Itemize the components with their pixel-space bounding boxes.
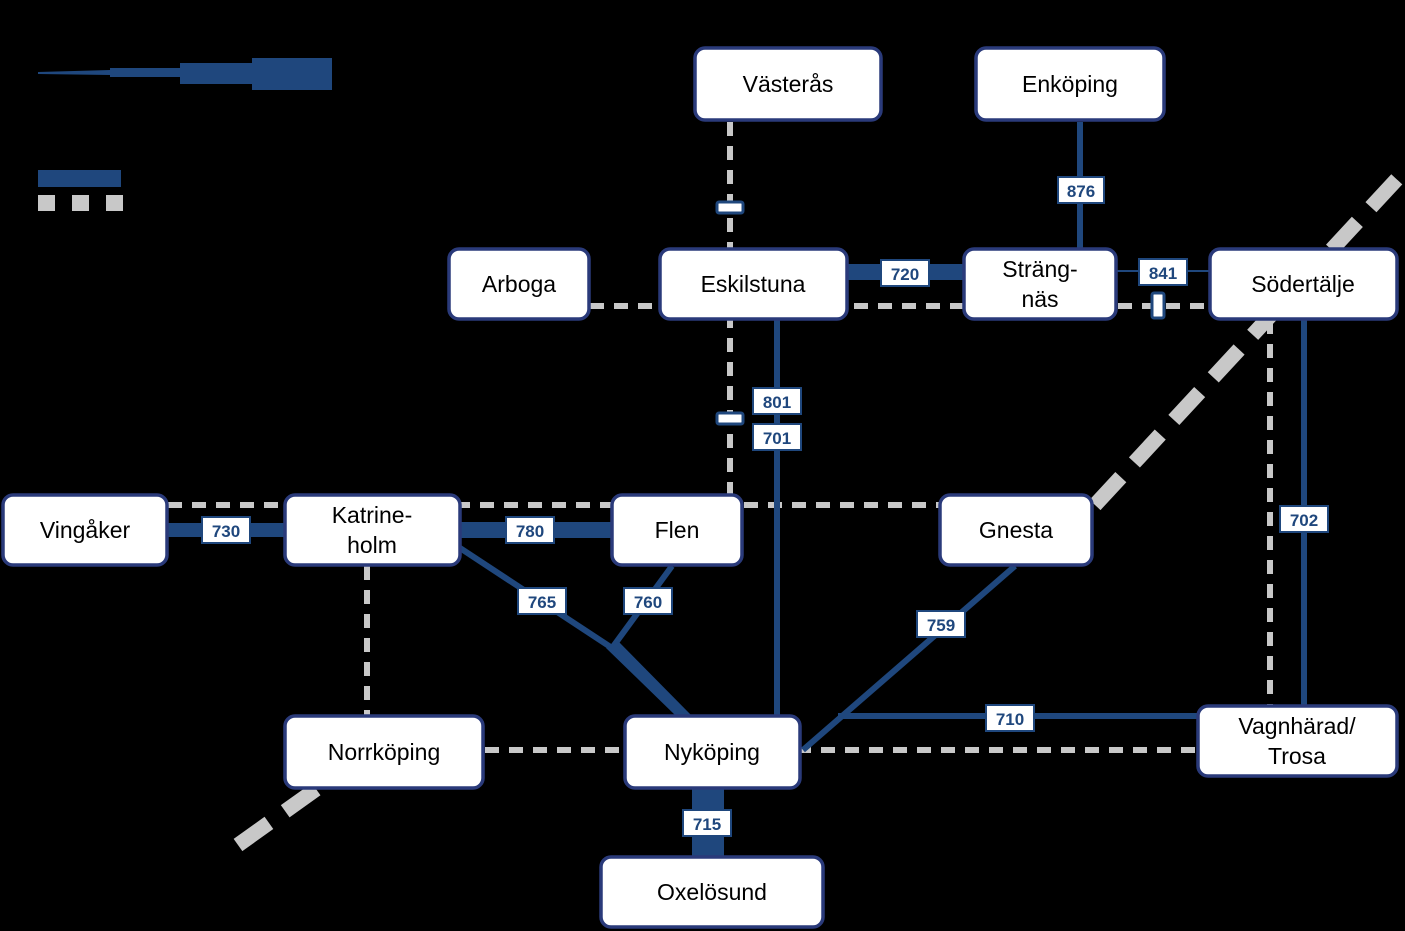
route-badge-715: 715: [682, 809, 732, 837]
route-badge-760: 760: [623, 587, 673, 615]
route-badge-701: 701: [752, 423, 802, 451]
legend-bus-line-sample: [38, 170, 121, 187]
node-arboga: Arboga: [447, 247, 591, 321]
node-oxelosund: Oxelösund: [599, 855, 825, 929]
svg-text:801: 801: [763, 393, 791, 412]
svg-text:näs: näs: [1021, 286, 1058, 312]
bus-lines: [168, 122, 1307, 857]
legend-rail-dash-1: [38, 195, 55, 211]
svg-text:702: 702: [1290, 511, 1318, 530]
svg-text:Södertälje: Södertälje: [1251, 271, 1355, 297]
svg-text:Norrköping: Norrköping: [328, 739, 441, 765]
route-badge-759: 759: [916, 610, 966, 638]
bus-line-759: [801, 563, 1017, 753]
node-sodertalje: Södertälje: [1208, 247, 1399, 321]
station-markers: [715, 200, 1166, 426]
legend-frequency-wedge: [38, 58, 332, 90]
svg-text:Katrine-: Katrine-: [332, 502, 413, 528]
route-badge-801: 801: [752, 387, 802, 415]
route-badge-710: 710: [985, 704, 1035, 732]
node-vagnharad-trosa: Vagnhärad/ Trosa: [1196, 704, 1399, 778]
svg-text:710: 710: [996, 710, 1024, 729]
svg-text:715: 715: [693, 815, 721, 834]
route-badge-876: 876: [1057, 176, 1105, 204]
svg-text:Västerås: Västerås: [743, 71, 834, 97]
legend-rail-dash-2: [72, 195, 89, 211]
svg-text:Nyköping: Nyköping: [664, 739, 760, 765]
svg-text:Oxelösund: Oxelösund: [657, 879, 767, 905]
rail-major-northeast: [1089, 172, 1404, 511]
svg-text:Vagnhärad/: Vagnhärad/: [1238, 713, 1356, 739]
node-vasteras: Västerås: [693, 46, 883, 122]
svg-text:Enköping: Enköping: [1022, 71, 1118, 97]
route-badge-730: 730: [201, 516, 251, 544]
node-norrkoping: Norrköping: [283, 714, 485, 790]
route-badge-702: 702: [1279, 505, 1329, 533]
legend: [38, 58, 332, 211]
svg-text:Arboga: Arboga: [482, 271, 556, 297]
svg-text:720: 720: [891, 265, 919, 284]
node-enkoping: Enköping: [974, 46, 1166, 122]
svg-text:780: 780: [516, 522, 544, 541]
station-marker-south: [715, 411, 745, 426]
station-marker-east: [1150, 291, 1166, 320]
svg-text:760: 760: [634, 593, 662, 612]
node-katrineholm: Katrine- holm: [283, 493, 462, 567]
svg-text:Flen: Flen: [655, 517, 700, 543]
route-badge-720: 720: [880, 259, 930, 287]
route-badge-780: 780: [505, 516, 555, 544]
node-gnesta: Gnesta: [938, 493, 1094, 567]
town-nodes: Västerås Enköping Arboga Eskilstuna Strä…: [1, 46, 1399, 929]
svg-text:876: 876: [1067, 182, 1095, 201]
svg-text:730: 730: [212, 522, 240, 541]
station-marker-north: [715, 200, 745, 215]
svg-text:765: 765: [528, 593, 556, 612]
rail-major-south: [233, 778, 327, 852]
svg-text:Gnesta: Gnesta: [979, 517, 1053, 543]
svg-text:holm: holm: [347, 532, 397, 558]
node-nykoping: Nyköping: [623, 714, 802, 790]
route-badges: 876 720 841 801 701 730 780 765 760 759: [201, 176, 1329, 837]
node-vingaker: Vingåker: [1, 493, 169, 567]
svg-text:701: 701: [763, 429, 791, 448]
svg-text:Sträng-: Sträng-: [1002, 256, 1077, 282]
route-badge-765: 765: [517, 587, 567, 615]
node-strangnas: Sträng- näs: [962, 247, 1118, 321]
legend-rail-dash-3: [106, 195, 123, 211]
node-eskilstuna: Eskilstuna: [658, 247, 849, 321]
svg-text:Eskilstuna: Eskilstuna: [701, 271, 806, 297]
svg-text:Trosa: Trosa: [1268, 743, 1326, 769]
svg-text:759: 759: [927, 616, 955, 635]
route-badge-841: 841: [1138, 258, 1188, 286]
bus-trunk-to-nykoping: [606, 641, 692, 716]
node-flen: Flen: [610, 493, 744, 567]
svg-text:Vingåker: Vingåker: [40, 517, 131, 543]
svg-text:841: 841: [1149, 264, 1177, 283]
